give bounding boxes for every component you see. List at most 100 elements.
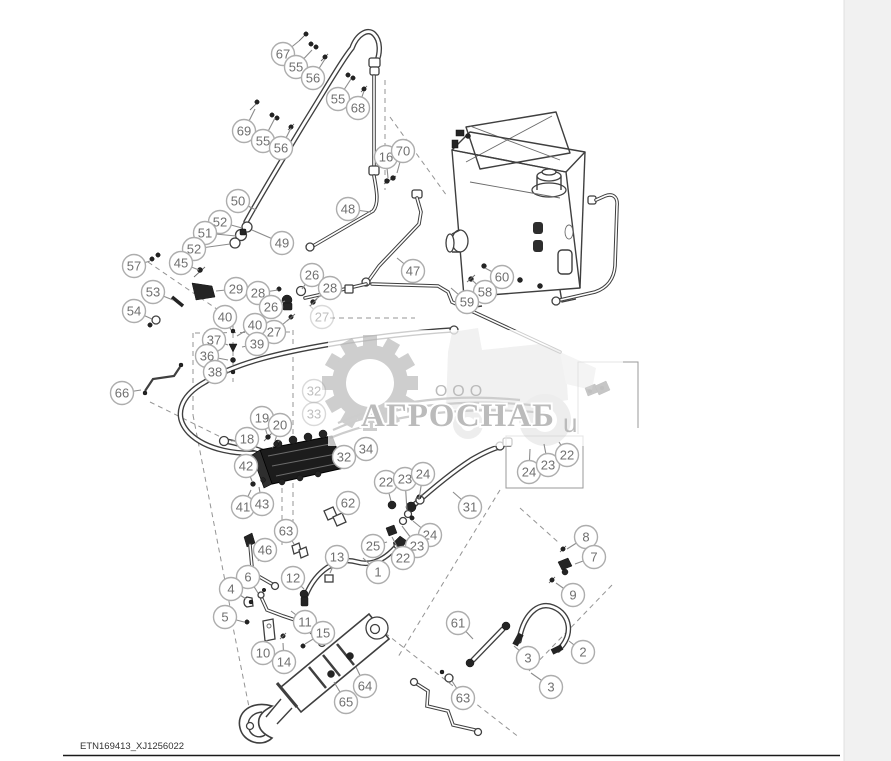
callout-60[interactable]: 60: [484, 264, 515, 290]
callout-23[interactable]: 23: [392, 466, 418, 512]
callout-24[interactable]: 24: [410, 461, 436, 500]
callout-27[interactable]: 27: [308, 304, 335, 330]
callout-56[interactable]: 56: [268, 127, 294, 161]
callout-54[interactable]: 54: [121, 298, 153, 324]
callout-51[interactable]: 51: [192, 220, 237, 246]
fittings-cluster-51-52: [147, 221, 253, 328]
callout-41[interactable]: 41: [230, 489, 256, 520]
callout-12[interactable]: 12: [280, 565, 306, 591]
adapter-hardware-22-23-24: [385, 493, 424, 537]
watermark-company-name: АГРОСНАБ: [361, 398, 555, 434]
callout-70[interactable]: 70: [390, 138, 416, 174]
callout-14[interactable]: 14: [271, 642, 297, 675]
callout-number: 64: [358, 679, 372, 694]
callout-63[interactable]: 63: [273, 518, 299, 545]
right-page-margin: [844, 0, 891, 761]
bracket-29: [191, 282, 216, 301]
callout-43[interactable]: 43: [249, 486, 275, 517]
callout-64[interactable]: 64: [352, 666, 378, 699]
callout-18[interactable]: 18: [230, 426, 260, 452]
callout-26[interactable]: 26: [258, 294, 286, 320]
callout-9[interactable]: 9: [555, 582, 586, 608]
callout-42[interactable]: 42: [233, 453, 259, 482]
callout-33[interactable]: 33: [301, 401, 327, 427]
callout-6[interactable]: 6: [235, 564, 261, 594]
callout-number: 59: [460, 295, 474, 310]
callout-50[interactable]: 50: [225, 188, 257, 214]
callout-38[interactable]: 38: [202, 359, 230, 385]
callout-number: 25: [366, 539, 380, 554]
callout-63[interactable]: 63: [450, 680, 476, 711]
callout-46[interactable]: 46: [252, 537, 278, 563]
callout-53[interactable]: 53: [140, 279, 174, 305]
callout-66[interactable]: 66: [109, 380, 142, 406]
callout-circle: [538, 674, 564, 700]
callout-34[interactable]: 34: [353, 436, 379, 462]
callout-number: 50: [231, 194, 245, 209]
callout-13[interactable]: 13: [324, 544, 350, 574]
callout-circle: [310, 620, 336, 646]
callout-61[interactable]: 61: [445, 610, 474, 640]
callout-32[interactable]: 32: [331, 444, 357, 470]
callout-5[interactable]: 5: [212, 604, 245, 630]
callout-circle: [218, 576, 244, 602]
callout-3[interactable]: 3: [513, 645, 541, 671]
callout-2[interactable]: 2: [568, 639, 596, 665]
callout-23[interactable]: 23: [535, 443, 561, 478]
callout-11[interactable]: 11: [290, 609, 318, 635]
callout-circle: [353, 436, 379, 462]
callout-32[interactable]: 32: [301, 378, 327, 404]
clamp-63: [291, 542, 309, 559]
callout-24[interactable]: 24: [516, 448, 542, 485]
callout-29[interactable]: 29: [215, 276, 249, 302]
callout-57[interactable]: 57: [121, 253, 151, 279]
callout-55[interactable]: 55: [325, 78, 352, 112]
callout-22[interactable]: 22: [373, 469, 399, 502]
callout-number: 33: [307, 407, 321, 422]
callout-15[interactable]: 15: [304, 620, 336, 646]
callout-68[interactable]: 68: [345, 90, 371, 121]
callout-31[interactable]: 31: [452, 491, 483, 520]
connector-63-lower: [439, 669, 454, 683]
callout-4[interactable]: 4: [218, 576, 247, 602]
screw-cluster-55-68: [345, 72, 368, 93]
callout-circle: [271, 649, 297, 675]
callout-65[interactable]: 65: [333, 681, 359, 715]
clamp-13: [324, 574, 334, 583]
callout-circle: [121, 253, 147, 279]
callout-7[interactable]: 7: [574, 544, 607, 570]
callout-62[interactable]: 62: [335, 490, 361, 516]
callout-circle: [335, 196, 361, 222]
callout-25[interactable]: 25: [360, 533, 388, 559]
callout-55[interactable]: 55: [283, 49, 313, 80]
callout-19[interactable]: 19: [249, 405, 275, 435]
callout-28[interactable]: 28: [314, 275, 343, 301]
callout-circle: [301, 378, 327, 404]
callout-20[interactable]: 20: [267, 412, 293, 442]
callout-22[interactable]: 22: [554, 441, 580, 468]
callout-22[interactable]: 22: [390, 536, 416, 571]
callout-56[interactable]: 56: [300, 58, 326, 91]
callout-69[interactable]: 69: [231, 108, 257, 144]
callout-40[interactable]: 40: [212, 304, 238, 331]
callout-number: 22: [396, 551, 410, 566]
callout-10[interactable]: 10: [250, 639, 276, 666]
callout-47[interactable]: 47: [396, 257, 426, 284]
callout-26[interactable]: 26: [299, 262, 325, 290]
callout-55[interactable]: 55: [250, 117, 276, 154]
callout-number: 70: [396, 144, 410, 159]
callout-circle: [268, 135, 294, 161]
callout-40[interactable]: 40: [236, 312, 268, 338]
callout-circle: [489, 264, 515, 290]
callout-58[interactable]: 58: [471, 279, 498, 305]
callout-3[interactable]: 3: [530, 672, 564, 700]
callout-39[interactable]: 39: [241, 331, 270, 357]
callout-1[interactable]: 1: [362, 557, 391, 585]
callout-45[interactable]: 45: [168, 250, 200, 276]
callout-circle: [233, 453, 259, 479]
callout-59[interactable]: 59: [450, 287, 480, 315]
callout-48[interactable]: 48: [335, 196, 372, 222]
hose-1: [299, 535, 408, 607]
callout-49[interactable]: 49: [251, 229, 295, 256]
